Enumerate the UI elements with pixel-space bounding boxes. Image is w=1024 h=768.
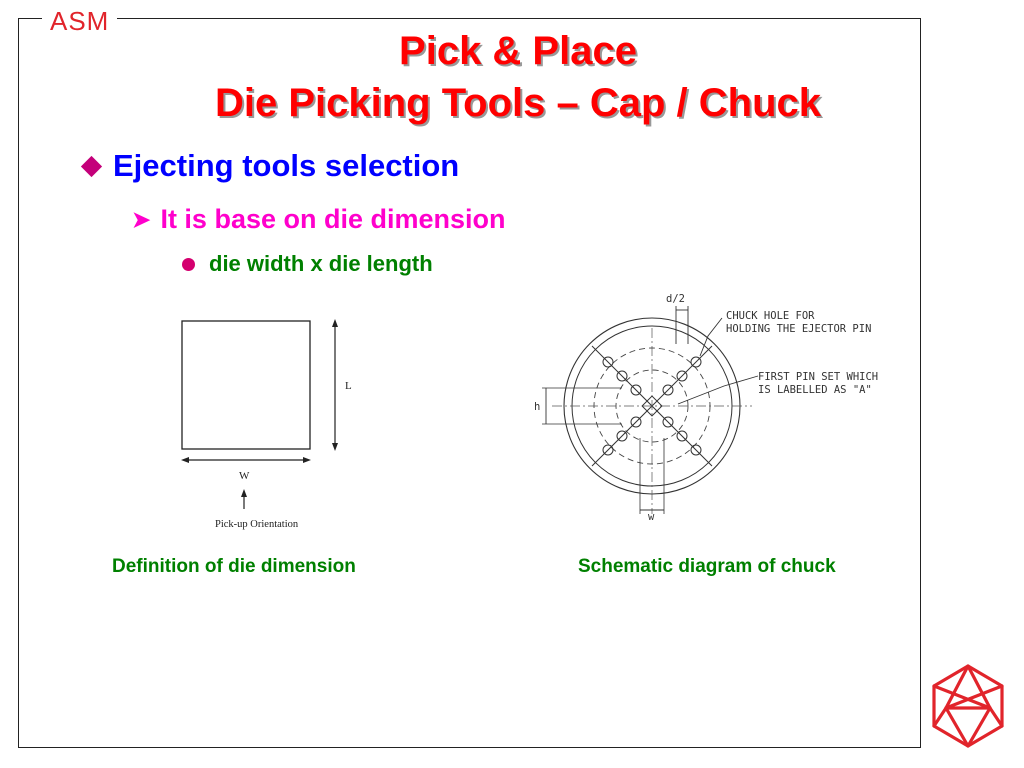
orientation-label: Pick-up Orientation (215, 519, 299, 530)
h-label: h (534, 401, 540, 413)
w-label: w (648, 511, 655, 523)
width-arrow-head-left (181, 457, 189, 463)
length-label: L (345, 380, 352, 392)
bullet-level3-text: die width x die length (209, 251, 433, 276)
bullet-level1-text: Ejecting tools selection (113, 148, 460, 183)
die-figure-caption: Definition of die dimension (112, 556, 356, 577)
chuck-schematic-figure: d/2 h w CHUCK HOLE FOR HOLDING THE EJECT… (534, 293, 878, 523)
bullet-level3: die width x die length (182, 251, 433, 277)
slide-title-line1: Pick & Place (399, 29, 637, 73)
first-pin-note-line2: IS LABELLED AS "A" (758, 384, 872, 396)
die-square (181, 320, 311, 450)
asm-crystal-logo-icon (932, 664, 1004, 748)
slide-frame (18, 18, 921, 748)
bullet-level2: ➤ It is base on die dimension (132, 204, 506, 235)
width-arrow-head-right (303, 457, 311, 463)
arrow-bullet-icon: ➤ (132, 206, 151, 232)
callout-leader-1 (699, 317, 723, 357)
length-arrow-head-top (332, 319, 338, 327)
width-label: W (239, 470, 250, 482)
slide-title-line2: Die Picking Tools – Cap / Chuck (214, 81, 822, 125)
length-arrow-head-bottom (332, 443, 338, 451)
callout-leader-2 (677, 375, 759, 405)
chuck-figure-caption: Schematic diagram of chuck (578, 556, 836, 577)
bullet-level2-text: It is base on die dimension (160, 204, 506, 234)
dot-bullet-icon (182, 257, 195, 271)
diamond-bullet-icon (80, 155, 103, 177)
orientation-arrow-head (241, 489, 247, 497)
d-half-label: d/2 (666, 293, 685, 305)
asm-logo: ASM (42, 6, 118, 37)
first-pin-note-line1: FIRST PIN SET WHICH (758, 371, 878, 383)
pin-holes (602, 356, 702, 456)
chuck-hole-note-line2: HOLDING THE EJECTOR PIN (726, 323, 871, 335)
chuck-hole-note-line1: CHUCK HOLE FOR (726, 310, 815, 322)
bullet-level1: Ejecting tools selection (80, 148, 459, 184)
center-pin-block (641, 395, 663, 417)
die-dimension-figure: L W Pick-up Orientation (181, 319, 352, 530)
